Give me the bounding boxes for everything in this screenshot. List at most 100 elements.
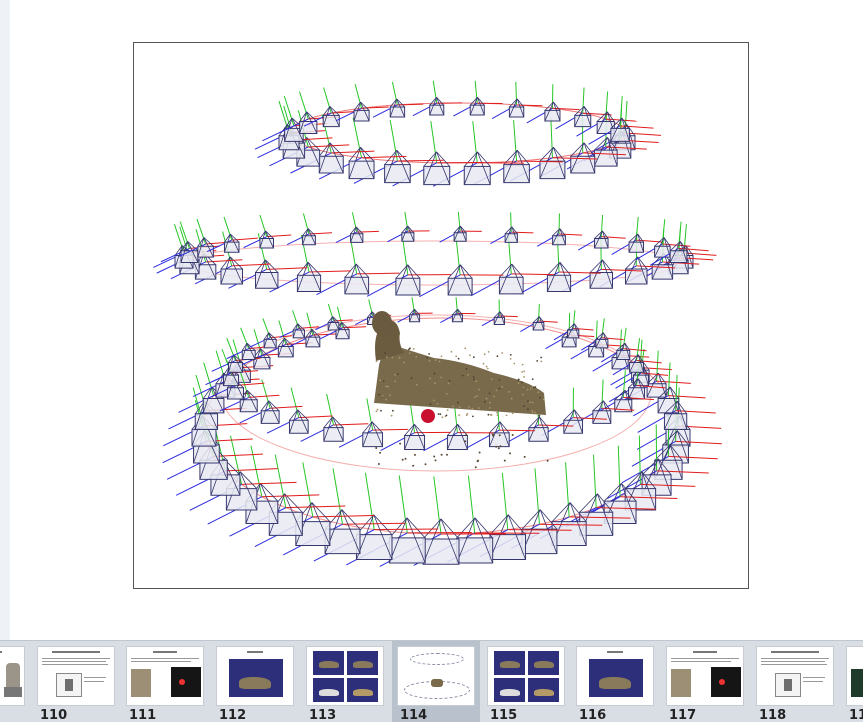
camera-frustum-edge (261, 483, 278, 501)
slide-filmstrip[interactable]: 110 111 112 113 (0, 640, 863, 722)
camera-frustum-edge (460, 265, 472, 278)
point-cloud-dot (488, 351, 490, 353)
camera-frustum-edge (372, 422, 382, 433)
point-cloud-dot (428, 353, 430, 355)
camera-frustum-edge (664, 238, 670, 247)
camera-axis-x (511, 274, 554, 275)
point-cloud-dot (499, 388, 501, 390)
point-cloud-dot (510, 358, 512, 360)
camera-axis-y (241, 328, 249, 349)
camera-frustum-edge (407, 518, 425, 538)
thumbnail-117[interactable]: 117 (661, 641, 749, 722)
point-cloud-dot (438, 413, 440, 415)
camera-axis-y (293, 310, 299, 328)
point-cloud-dot (429, 378, 431, 380)
camera-frustum-edge (512, 264, 523, 277)
point-cloud-dot (399, 443, 401, 445)
thumbnail-113[interactable]: 113 (301, 641, 389, 722)
camera-frustum-edge (247, 390, 257, 400)
point-cloud-dot (433, 456, 435, 458)
camera-frustum-edge (477, 97, 484, 105)
camera-frustum-edge (356, 227, 363, 234)
thumbnail-110[interactable]: 110 (32, 641, 120, 722)
camera-axis-y (399, 475, 407, 532)
thumbnail-119[interactable]: 11 (841, 641, 863, 722)
point-cloud-dot (430, 403, 432, 405)
point-cloud-dot (376, 360, 378, 362)
camera-axis-x (373, 429, 409, 430)
thumbnail-115[interactable]: 115 (482, 641, 570, 722)
point-cloud-dot (543, 399, 545, 401)
point-cloud-dot (523, 387, 525, 389)
camera-axis-y (367, 398, 373, 430)
point-cloud-dot (489, 402, 491, 404)
point-cloud-dot (521, 371, 523, 373)
camera-axis-y (299, 92, 308, 120)
thumbnail-112[interactable]: 112 (211, 641, 299, 722)
point-cloud-dot (391, 415, 393, 417)
point-cloud-dot (489, 392, 491, 394)
point-cloud-dot (392, 410, 394, 412)
point-cloud-dot (539, 397, 541, 399)
thumbnail-114[interactable]: 114 (392, 641, 480, 722)
slide-number: 112 (219, 708, 246, 722)
point-cloud-dot (491, 414, 493, 416)
camera-axis-y (303, 462, 313, 517)
camera-frustum-edge (490, 515, 508, 535)
camera-axis-x (334, 424, 369, 425)
point-cloud-dot (429, 360, 431, 362)
camera-axis-x (331, 151, 374, 153)
point-cloud-dot (496, 412, 498, 414)
point-cloud-dot (455, 355, 457, 357)
point-cloud-dot (466, 368, 468, 370)
point-cloud-dot (446, 454, 448, 456)
point-cloud-dot (498, 447, 500, 449)
camera-frustum-edge (333, 417, 344, 428)
camera-frustum-edge (529, 417, 540, 428)
camera-axis-y (502, 473, 507, 530)
point-cloud-dot (472, 416, 474, 418)
point-cloud-dot (511, 398, 513, 400)
point-cloud-dot (513, 363, 515, 365)
point-cloud-dot (462, 375, 464, 377)
camera-axis-x (511, 232, 533, 233)
point-cloud-dot (509, 452, 511, 454)
camera-frustum-edge (397, 99, 405, 107)
camera-frustum-edge (477, 152, 490, 167)
camera-poses-figure (134, 43, 748, 588)
camera-frustum-edge (269, 401, 279, 411)
camera-axis-x (552, 108, 579, 109)
thumbnail-image (488, 647, 564, 705)
point-cloud-dot (433, 400, 435, 402)
point-cloud-dot (402, 459, 404, 461)
point-cloud-dot (387, 386, 389, 388)
slide-number: 118 (759, 708, 786, 722)
thumbnail-image (847, 647, 863, 705)
point-cloud-dot (379, 452, 381, 454)
camera-frustum-edge (547, 262, 559, 275)
thumbnail-111[interactable]: 111 (121, 641, 209, 722)
point-cloud-dot (529, 401, 531, 403)
thumbnail-118[interactable]: 118 (751, 641, 839, 722)
camera-frustum-edge (500, 422, 509, 433)
thumbnail-109[interactable] (0, 641, 36, 722)
point-cloud-dot (434, 382, 436, 384)
point-cloud-dot (465, 434, 467, 436)
camera-ring-top (289, 103, 625, 163)
thumbnail-116[interactable]: 116 (571, 641, 659, 722)
camera-frustum-edge (285, 494, 303, 513)
camera-frustum-edge (356, 264, 368, 277)
point-cloud-dot (476, 395, 478, 397)
camera-frustum-edge (553, 147, 564, 161)
camera-axis-y (224, 217, 232, 240)
thumbnail-image (38, 647, 114, 705)
camera-frustum-edge (508, 515, 525, 535)
camera-axis-x (309, 271, 351, 272)
point-cloud-dot (499, 379, 501, 381)
point-cloud-dot (377, 409, 379, 411)
camera-axis-x (267, 268, 307, 270)
camera-axis-y (431, 121, 437, 163)
camera-frustum-edge (374, 515, 392, 535)
point-cloud-dot (472, 408, 474, 410)
point-cloud-dot (522, 364, 524, 366)
